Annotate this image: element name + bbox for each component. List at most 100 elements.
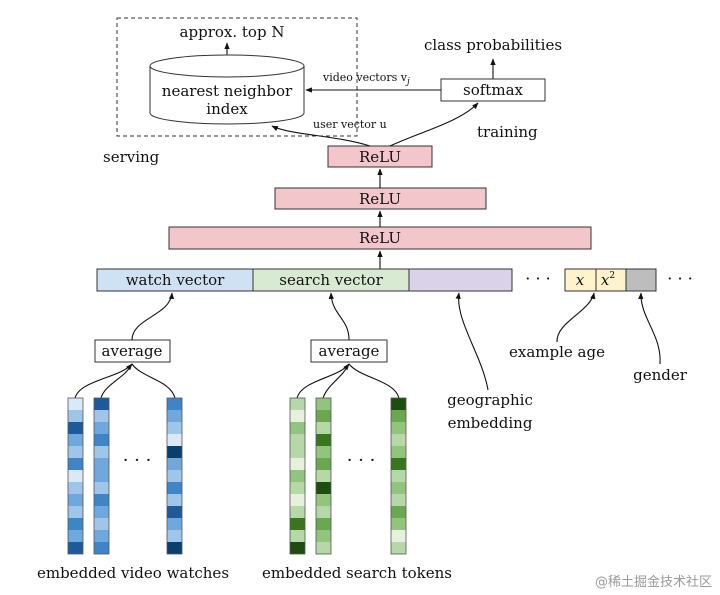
- search-columns-ellipsis: · · ·: [347, 450, 376, 471]
- relu-label-top: ReLU: [359, 148, 401, 166]
- embedding-column-border: [390, 397, 407, 555]
- embedded-search-tokens-label: embedded search tokens: [262, 564, 452, 582]
- embedding-cell: [290, 482, 305, 494]
- watermark: @稀土掘金技术社区: [595, 574, 712, 590]
- embedding-column-border: [315, 397, 332, 555]
- embedding-cell: [316, 542, 331, 554]
- embedding-cell: [68, 422, 83, 434]
- embedding-cell: [316, 410, 331, 422]
- embedding-cell: [167, 530, 182, 542]
- embedding-cell: [290, 530, 305, 542]
- embedding-cell: [391, 434, 406, 446]
- search-token-column-3: [390, 397, 407, 555]
- watch-vector-label: watch vector: [126, 271, 225, 289]
- embedding-cell: [391, 482, 406, 494]
- embedding-cell: [94, 470, 109, 482]
- relu-label-bottom: ReLU: [359, 229, 401, 247]
- embedding-cell: [68, 542, 83, 554]
- embedding-cell: [68, 398, 83, 410]
- relu-label-middle: ReLU: [359, 190, 401, 208]
- embedding-cell: [391, 494, 406, 506]
- gender-segment: [625, 268, 657, 292]
- softmax-label: softmax: [463, 81, 523, 99]
- search-vector-label: search vector: [279, 271, 383, 289]
- serving-caption: serving: [103, 148, 160, 166]
- embedding-cell: [167, 542, 182, 554]
- geographic-embedding-segment: [408, 268, 513, 292]
- concat-ellipsis-left: · · ·: [525, 269, 550, 288]
- index-label-line2: index: [206, 100, 248, 118]
- embedding-cell: [316, 530, 331, 542]
- approx-top-n-label: approx. top N: [180, 23, 285, 41]
- embedding-cell: [391, 410, 406, 422]
- embedding-cell: [391, 518, 406, 530]
- embedded-video-watches-label: embedded video watches: [37, 564, 229, 582]
- embedding-cell: [391, 446, 406, 458]
- search-token-column-1: [289, 397, 306, 555]
- embedding-cell: [316, 446, 331, 458]
- embedding-cell: [290, 542, 305, 554]
- embedding-cell: [290, 470, 305, 482]
- token-columns: [67, 397, 407, 555]
- embedding-cell: [316, 506, 331, 518]
- embedding-cell: [68, 410, 83, 422]
- embedding-cell: [316, 482, 331, 494]
- geographic-label-line2: embedding: [448, 414, 533, 432]
- embedding-cell: [94, 458, 109, 470]
- embedding-cell: [316, 398, 331, 410]
- search-token-column-2: [315, 397, 332, 555]
- embedding-cell: [316, 518, 331, 530]
- user-vector-label: user vector u: [313, 118, 387, 131]
- embedding-cell: [94, 542, 109, 554]
- embedding-cell: [316, 470, 331, 482]
- video-watch-column-1: [67, 397, 84, 555]
- embedding-cell: [290, 422, 305, 434]
- embedding-cell: [68, 482, 83, 494]
- embedding-cell: [391, 542, 406, 554]
- embedding-cell: [391, 458, 406, 470]
- embedding-column-border: [67, 397, 84, 555]
- video-watch-column-2: [93, 397, 110, 555]
- embedding-cell: [316, 458, 331, 470]
- embedding-cell: [94, 446, 109, 458]
- embedding-cell: [290, 506, 305, 518]
- embedding-cell: [167, 458, 182, 470]
- embedding-cell: [94, 482, 109, 494]
- embedding-cell: [167, 434, 182, 446]
- embedding-cell: [290, 410, 305, 422]
- embedding-cell: [94, 494, 109, 506]
- embedding-cell: [391, 398, 406, 410]
- embedding-cell: [316, 494, 331, 506]
- embedding-cell: [94, 530, 109, 542]
- embedding-cell: [68, 446, 83, 458]
- average-label-search: average: [319, 342, 380, 360]
- embedding-cell: [94, 410, 109, 422]
- relu-layer-top: [327, 145, 433, 168]
- embedding-column-border: [93, 397, 110, 555]
- embedding-cell: [68, 518, 83, 530]
- embedding-cell: [316, 422, 331, 434]
- example-age-x-label: x: [576, 271, 585, 289]
- example-age-label: example age: [509, 343, 605, 361]
- embedding-cell: [290, 434, 305, 446]
- embedding-cell: [68, 530, 83, 542]
- embedding-cell: [167, 422, 182, 434]
- embedding-column-border: [166, 397, 183, 555]
- embedding-cell: [94, 434, 109, 446]
- embedding-cell: [68, 470, 83, 482]
- embedding-cell: [290, 398, 305, 410]
- embedding-cell: [167, 518, 182, 530]
- embedding-cell: [94, 518, 109, 530]
- index-label-line1: nearest neighbor: [162, 82, 293, 100]
- embedding-cell: [290, 494, 305, 506]
- video-columns-ellipsis: · · ·: [123, 450, 152, 471]
- training-caption: training: [477, 123, 538, 141]
- embedding-cell: [167, 494, 182, 506]
- embedding-cell: [316, 434, 331, 446]
- embedding-cell: [94, 506, 109, 518]
- embedding-cell: [290, 446, 305, 458]
- embedding-cell: [167, 482, 182, 494]
- serving-region: [116, 17, 358, 137]
- embedding-cell: [167, 446, 182, 458]
